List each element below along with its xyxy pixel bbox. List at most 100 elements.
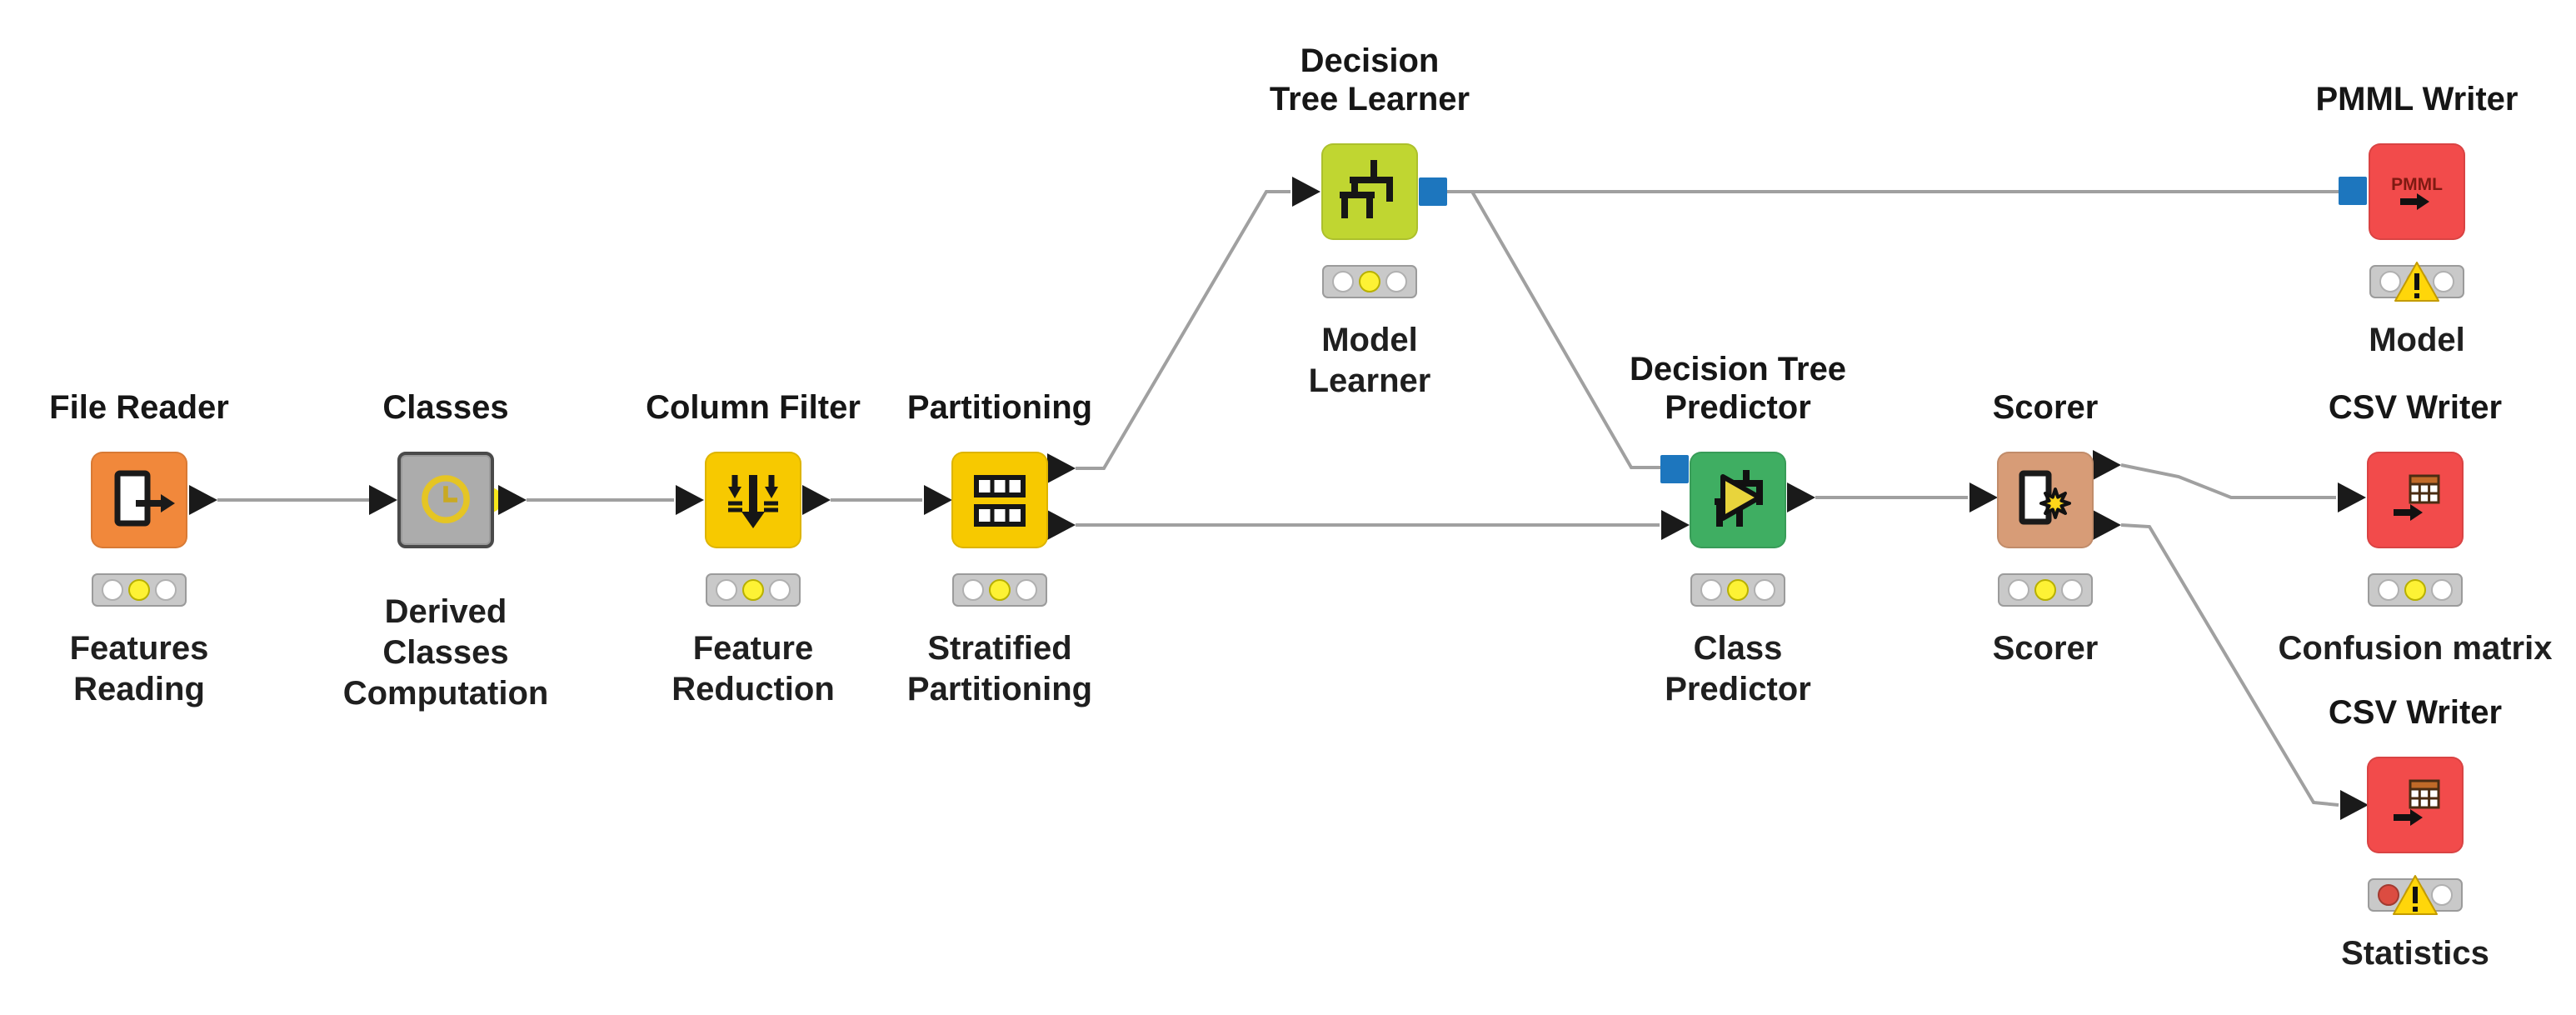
scorer-node-square[interactable]	[1997, 452, 2094, 548]
status-traffic-light	[706, 573, 801, 607]
csv-writer-confusion-input-port[interactable]	[2338, 482, 2366, 512]
status-dot-green	[2061, 579, 2083, 601]
decision-tree-icon	[1340, 160, 1393, 218]
connection-learner-predictor[interactable]	[1470, 191, 1660, 469]
status-dot-green	[2433, 271, 2454, 292]
status-dot-yellow	[1727, 579, 1749, 601]
partitioning-output-port-top[interactable]	[1047, 453, 1076, 483]
node-caption[interactable]: Stratified Partitioning	[906, 630, 1093, 708]
status-dot-green	[769, 579, 791, 601]
node-decision-tree-learner[interactable]: Decision Tree Learner Model Learner	[1228, 42, 1511, 402]
status-traffic-light	[1998, 573, 2093, 607]
status-traffic-light	[2368, 875, 2463, 915]
classes-input-port[interactable]	[369, 485, 397, 515]
csv-writer-statistics-node-square[interactable]	[2367, 757, 2464, 853]
node-csv-writer-confusion[interactable]: CSV Writer Confusion matrix	[2274, 375, 2557, 669]
node-title[interactable]: Scorer	[1992, 389, 2099, 426]
clock-icon	[422, 475, 470, 523]
node-caption[interactable]: Derived Classes Computation	[342, 593, 549, 712]
node-caption[interactable]: Features Reading	[69, 630, 209, 708]
csv-writer-statistics-input-port[interactable]	[2340, 790, 2369, 820]
partitioning-output-port-bottom[interactable]	[1047, 510, 1076, 540]
warning-icon	[2394, 262, 2439, 302]
node-caption[interactable]: Scorer	[1992, 630, 2099, 667]
pmml-export-icon: PMML	[2391, 175, 2443, 210]
node-title[interactable]: Decision Tree Learner	[1269, 42, 1470, 118]
learner-model-output-port[interactable]	[1419, 178, 1447, 206]
connection-scorer-csvstatistics[interactable]	[2120, 523, 2339, 807]
node-title[interactable]: Classes	[382, 389, 509, 426]
classes-output-port[interactable]	[498, 485, 527, 515]
status-dot-yellow	[1359, 271, 1380, 292]
decision-tree-predictor-node-square[interactable]	[1690, 452, 1786, 548]
pmml-icon-text: PMML	[2391, 175, 2443, 194]
learner-input-port[interactable]	[1292, 177, 1320, 207]
status-traffic-light	[92, 573, 187, 607]
document-star-icon	[2019, 470, 2071, 525]
status-traffic-light	[1322, 265, 1417, 298]
partitioning-node-square[interactable]	[951, 452, 1048, 548]
pmml-writer-input-port[interactable]	[2339, 177, 2367, 205]
node-title[interactable]: CSV Writer	[2328, 389, 2503, 426]
file-reader-node-square[interactable]	[91, 452, 187, 548]
connection-scorer-csvconfusion[interactable]	[2120, 463, 2336, 499]
column-filter-input-port[interactable]	[676, 485, 704, 515]
status-dot-yellow	[128, 579, 150, 601]
node-title[interactable]: Column Filter	[646, 389, 861, 426]
partitioning-input-port[interactable]	[924, 485, 952, 515]
node-csv-writer-statistics[interactable]: CSV Writer Statistics	[2274, 680, 2557, 974]
scorer-input-port[interactable]	[1969, 482, 1998, 512]
scorer-output-port-bottom[interactable]	[2093, 510, 2121, 540]
status-dot-red	[1332, 271, 1354, 292]
spreadsheet-export-icon	[2394, 779, 2440, 826]
star-burst	[2039, 488, 2071, 519]
status-dot-yellow	[989, 579, 1011, 601]
tree-play-icon	[1715, 470, 1763, 527]
predictor-output-port[interactable]	[1787, 482, 1815, 512]
decision-tree-learner-node-square[interactable]	[1321, 143, 1418, 240]
status-dot-red	[2008, 579, 2029, 601]
status-dot-yellow	[742, 579, 764, 601]
status-dot-red	[102, 579, 123, 601]
node-title[interactable]: PMML Writer	[2315, 81, 2519, 118]
node-partitioning[interactable]: Partitioning Stratified Partitioning	[858, 375, 1141, 710]
node-file-reader[interactable]: File Reader Features Reading	[0, 375, 281, 710]
predictor-data-input-port[interactable]	[1661, 510, 1690, 540]
scorer-output-port-top[interactable]	[2093, 450, 2121, 480]
document-export-icon	[114, 470, 175, 527]
classes-node-square[interactable]	[397, 452, 494, 548]
status-traffic-light	[952, 573, 1047, 607]
column-filter-output-port[interactable]	[802, 485, 831, 515]
node-caption[interactable]: Feature Reduction	[671, 630, 835, 708]
node-scorer[interactable]: Scorer Scorer	[1904, 375, 2187, 669]
pmml-writer-node-square[interactable]: PMML	[2369, 143, 2465, 240]
status-dot-red	[962, 579, 984, 601]
node-caption[interactable]: Class Predictor	[1665, 630, 1811, 708]
node-title[interactable]: Partitioning	[906, 389, 1093, 426]
column-filter-node-square[interactable]	[705, 452, 801, 548]
csv-writer-confusion-node-square[interactable]	[2367, 452, 2464, 548]
node-decision-tree-predictor[interactable]: Decision Tree Predictor Class Predictor	[1596, 351, 1880, 710]
node-caption[interactable]: Model	[2369, 322, 2465, 358]
file-reader-output-port[interactable]	[189, 485, 217, 515]
status-dot-green	[155, 579, 177, 601]
node-title[interactable]: CSV Writer	[2328, 694, 2503, 731]
node-classes[interactable]: Classes Derived Classes Computation	[304, 375, 587, 714]
node-title[interactable]: File Reader	[49, 389, 229, 426]
connection-partitioning-learner[interactable]	[1076, 190, 1290, 470]
status-dot-green	[2431, 579, 2453, 601]
status-dot-red	[2379, 271, 2401, 292]
status-traffic-light	[1690, 573, 1785, 607]
status-dot-red	[1700, 579, 1722, 601]
node-caption[interactable]: Statistics	[2341, 935, 2489, 972]
status-dot-green	[1016, 579, 1037, 601]
node-column-filter[interactable]: Column Filter Feature Reduction	[612, 375, 895, 710]
node-caption[interactable]: Confusion matrix	[2278, 630, 2553, 667]
node-caption[interactable]: Model Learner	[1308, 322, 1431, 399]
predictor-model-input-port[interactable]	[1660, 455, 1689, 483]
node-pmml-writer[interactable]: PMML Writer PMML Model	[2275, 67, 2559, 361]
node-title[interactable]: Decision Tree Predictor	[1629, 351, 1847, 426]
warning-icon	[2393, 875, 2438, 915]
status-dot-red	[2378, 884, 2399, 906]
